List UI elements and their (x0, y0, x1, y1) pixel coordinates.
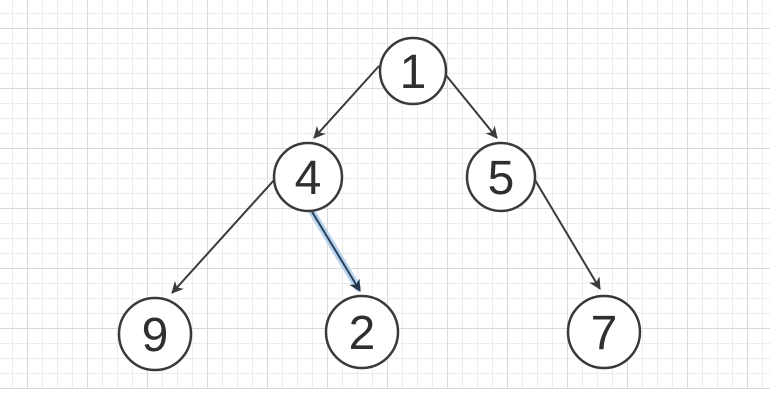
node-5-label: 5 (488, 152, 515, 205)
node-7-circle[interactable] (566, 294, 642, 370)
node-2-circle[interactable] (324, 294, 400, 370)
edge-4-2[interactable] (310, 209, 361, 292)
node-9[interactable]: 9 (117, 296, 193, 372)
node-5[interactable]: 5 (465, 141, 537, 213)
node-1-circle[interactable] (378, 36, 448, 106)
node-7[interactable]: 7 (566, 294, 642, 370)
node-5-circle[interactable] (465, 141, 537, 213)
node-9-label: 9 (142, 309, 169, 362)
node-1[interactable]: 1 (378, 36, 448, 106)
node-9-circle[interactable] (117, 296, 193, 372)
node-2[interactable]: 2 (324, 294, 400, 370)
edge-1-4[interactable] (313, 65, 380, 139)
node-4[interactable]: 4 (272, 141, 344, 213)
edge-1-5[interactable] (444, 73, 498, 139)
node-4-label: 4 (295, 152, 322, 205)
node-4-circle[interactable] (272, 141, 344, 213)
edge-5-7[interactable] (534, 179, 601, 290)
edge-4-9[interactable] (171, 178, 276, 294)
node-1-label: 1 (400, 46, 427, 99)
node-2-label: 2 (349, 307, 376, 360)
node-7-label: 7 (591, 307, 618, 360)
